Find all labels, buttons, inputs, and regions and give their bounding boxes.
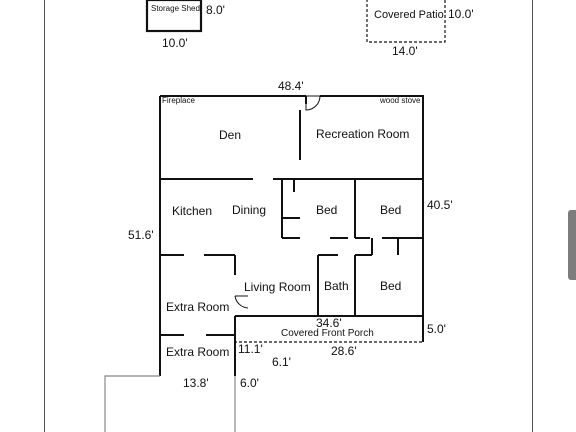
room-living: Living Room	[244, 280, 311, 294]
house-walls	[159, 95, 424, 376]
room-bed-2: Bed	[380, 203, 402, 217]
storage-shed-label: Storage Shed	[151, 4, 200, 13]
room-recreation: Recreation Room	[316, 127, 410, 141]
room-extra-2: Extra Room	[166, 345, 230, 359]
room-kitchen: Kitchen	[172, 204, 213, 218]
shed-width-dim: 10.0'	[162, 36, 188, 50]
lower-outline	[104, 375, 236, 432]
step-width-dim: 6.0'	[240, 376, 259, 390]
patio-depth-dim: 10.0'	[448, 7, 474, 21]
covered-patio-outline	[366, 0, 446, 43]
patio-width-dim: 14.0'	[392, 44, 418, 58]
shed-depth-dim: 8.0'	[206, 3, 225, 17]
room-bath: Bath	[324, 279, 349, 293]
porch-inner-width-dim: 28.6'	[331, 344, 357, 358]
left-page-margin	[0, 0, 45, 432]
room-bed-3: Bed	[380, 279, 402, 293]
room-extra-1: Extra Room	[166, 300, 230, 314]
fireplace-note: Fireplace	[162, 96, 195, 105]
left-height-dim: 51.6'	[128, 228, 154, 242]
lower-width-dim: 13.8'	[183, 376, 209, 390]
scroll-handle[interactable]	[568, 210, 576, 280]
porch-label: Covered Front Porch	[281, 328, 374, 339]
porch-depth-dim: 5.0'	[427, 322, 446, 336]
wood-stove-note: wood stove	[380, 96, 421, 105]
extra-wing-width-dim: 11.1'	[238, 342, 263, 356]
right-height-dim: 40.5'	[427, 198, 453, 212]
step-depth-dim: 6.1'	[272, 355, 291, 369]
door-swings	[234, 95, 321, 309]
covered-patio-label: Covered Patio	[374, 9, 444, 21]
room-dining: Dining	[232, 203, 267, 217]
storage-shed-outline	[145, 0, 203, 33]
porch-width-dim: 34.6'	[316, 316, 342, 330]
room-den: Den	[219, 128, 242, 142]
room-bed-1: Bed	[316, 203, 338, 217]
porch-outline	[234, 316, 424, 376]
top-width-dim: 48.4'	[278, 79, 304, 93]
